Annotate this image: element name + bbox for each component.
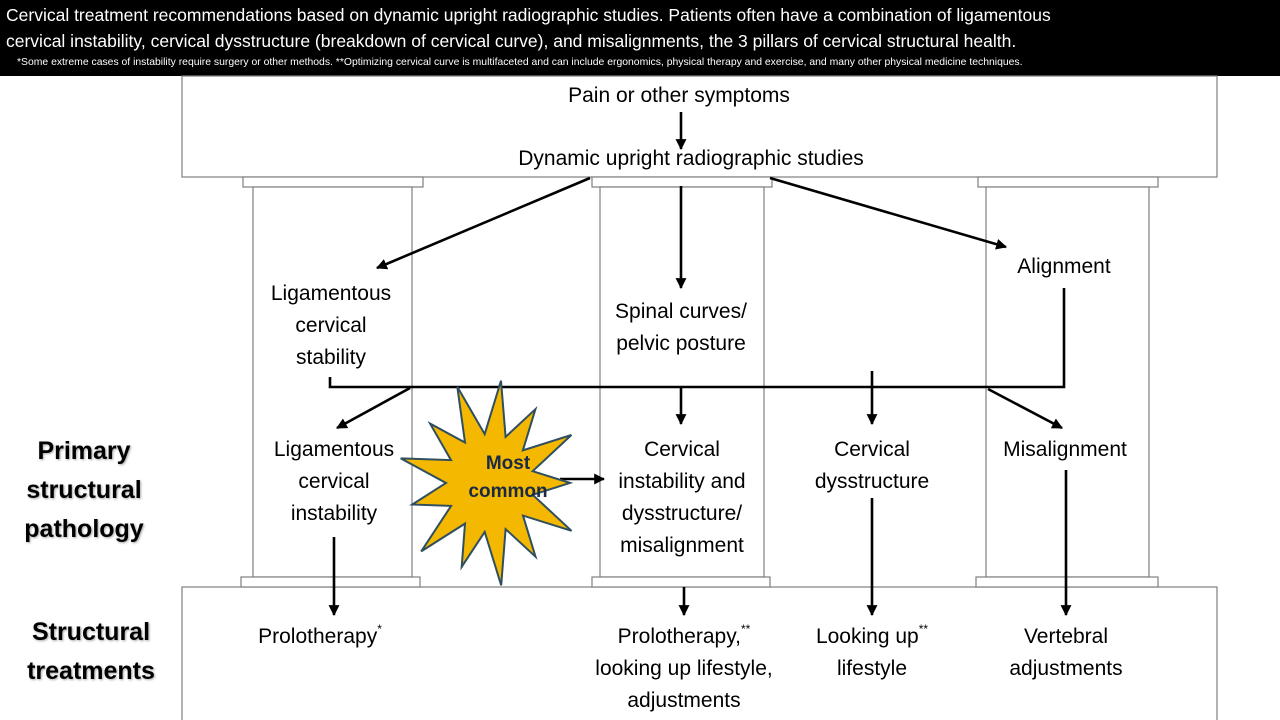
structural-treatments-label: Structural treatments — [27, 618, 155, 685]
pillar-3-capital — [977, 176, 1159, 188]
header-line-1: Cervical treatment recommendations based… — [6, 5, 1051, 25]
treatment-prolotherapy: Prolotherapy* — [258, 622, 382, 648]
header-line-2: cervical instability, cervical dysstruct… — [6, 31, 1017, 51]
pathology-combined: Cervical instability and dysstructure/ m… — [618, 438, 746, 557]
arrow-studies-to-ligamentous — [375, 176, 591, 270]
header-banner: Cervical treatment recommendations based… — [0, 0, 1280, 76]
primary-pathology-label: Primary structural pathology — [24, 437, 144, 543]
arrow-to-ligamentous-instability — [336, 386, 411, 430]
treatment-looking-up: Looking up** lifestyle — [815, 622, 929, 680]
base-box — [181, 586, 1218, 720]
treatment-vertebral: Vertebral adjustments — [1009, 625, 1123, 680]
pathology-dysstructure: Cervical dysstructure — [814, 438, 930, 493]
studies-label: Dynamic upright radiographic studies — [518, 147, 864, 170]
most-common-starburst — [400, 380, 574, 586]
assessment-ligamentous: Ligamentous cervical stability — [270, 282, 392, 369]
pillar-2-base — [591, 576, 771, 588]
pillar-1-shaft — [252, 186, 413, 578]
assessment-alignment: Alignment — [1017, 255, 1111, 278]
treatment-combined: Prolotherapy,** looking up lifestyle, ad… — [595, 622, 773, 712]
connector-bar — [328, 288, 1066, 389]
header-footnote: *Some extreme cases of instability requi… — [17, 57, 1023, 68]
pathology-misalignment: Misalignment — [1003, 438, 1127, 461]
arrow-to-misalignment — [987, 387, 1063, 430]
pillar-2-capital — [591, 176, 773, 188]
symptoms-label: Pain or other symptoms — [568, 84, 790, 107]
pillar-3-shaft — [985, 186, 1150, 578]
pillar-1-base — [240, 576, 421, 588]
roof-box — [181, 75, 1218, 178]
starburst-label: Most common — [468, 453, 548, 502]
arrow-studies-to-alignment — [769, 176, 1008, 250]
assessment-curves: Spinal curves/ pelvic posture — [615, 300, 747, 355]
pillar-1-capital — [242, 176, 424, 188]
pathology-ligamentous-instability: Ligamentous cervical instability — [273, 438, 395, 525]
